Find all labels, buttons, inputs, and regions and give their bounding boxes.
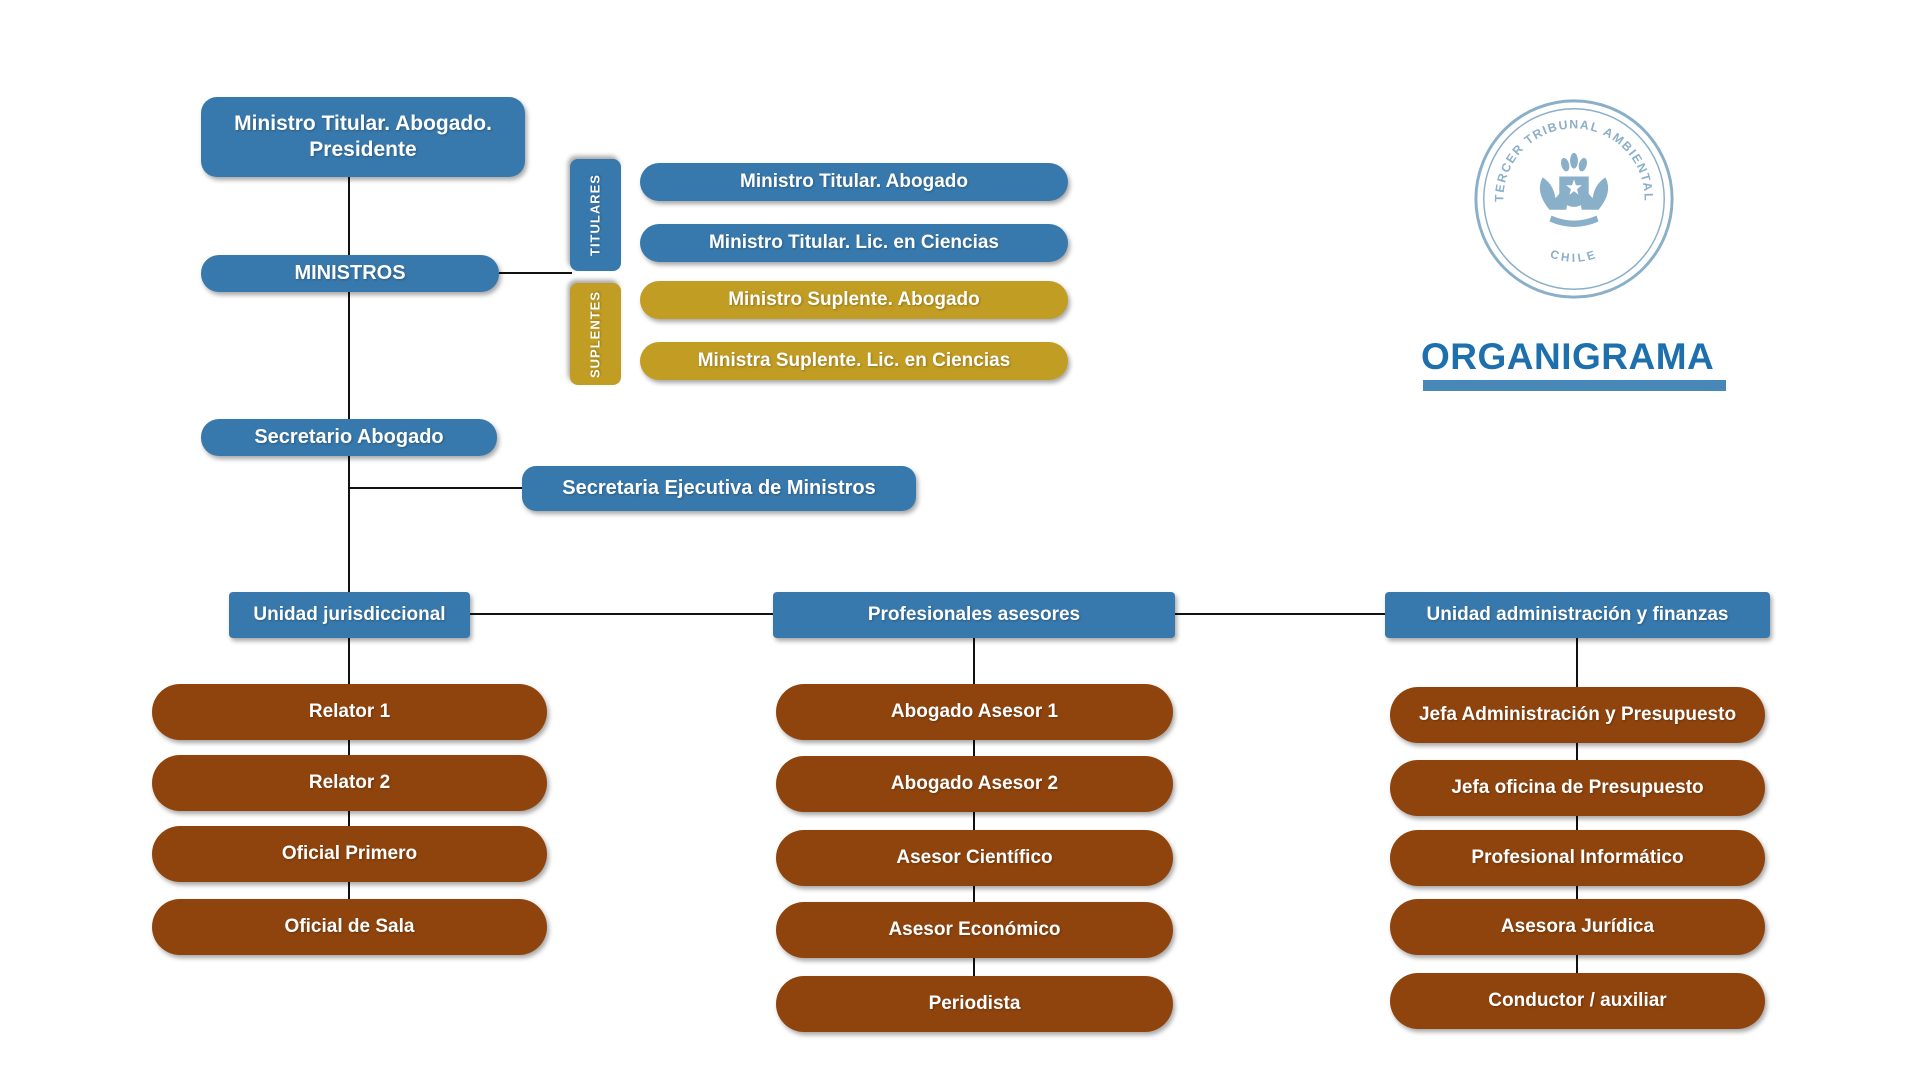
- page-title: ORGANIGRAMA: [1421, 336, 1715, 377]
- node-asesora-juridica: Asesora Jurídica: [1390, 899, 1765, 955]
- node-relator-2: Relator 2: [152, 755, 547, 811]
- node-ministra-suplente-ciencias: Ministra Suplente. Lic. en Ciencias: [640, 342, 1068, 380]
- node-presidente: Ministro Titular. Abogado. Presidente: [201, 97, 525, 177]
- connector-headers-right: [1175, 613, 1385, 615]
- node-ministro-suplente-abogado: Ministro Suplente. Abogado: [640, 281, 1068, 319]
- node-abogado-asesor-1: Abogado Asesor 1: [776, 684, 1173, 740]
- title-underline: [1423, 380, 1726, 391]
- header-unidad-jurisdiccional: Unidad jurisdiccional: [229, 592, 470, 638]
- tribunal-seal: TERCER TRIBUNAL AMBIENTAL CHILE: [1474, 99, 1674, 299]
- node-secretario-abogado: Secretario Abogado: [201, 419, 497, 456]
- connector-secretaria-ejecutiva: [349, 487, 522, 489]
- header-unidad-administracion: Unidad administración y finanzas: [1385, 592, 1770, 638]
- node-asesor-cientifico: Asesor Científico: [776, 830, 1173, 886]
- node-secretaria-ejecutiva: Secretaria Ejecutiva de Ministros: [522, 466, 916, 511]
- node-oficial-de-sala: Oficial de Sala: [152, 899, 547, 955]
- connector-presidente-ministros: [348, 177, 350, 255]
- svg-text:CHILE: CHILE: [1549, 248, 1600, 265]
- node-jefa-administracion: Jefa Administración y Presupuesto: [1390, 687, 1765, 743]
- seal-inner-ring: [1483, 108, 1665, 290]
- node-profesional-informatico: Profesional Informático: [1390, 830, 1765, 886]
- node-oficial-primero: Oficial Primero: [152, 826, 547, 882]
- node-ministro-titular-abogado: Ministro Titular. Abogado: [640, 163, 1068, 201]
- node-jefa-oficina-presupuesto: Jefa oficina de Presupuesto: [1390, 760, 1765, 816]
- header-profesionales-asesores: Profesionales asesores: [773, 592, 1175, 638]
- node-relator-1: Relator 1: [152, 684, 547, 740]
- seal-bottom-text: CHILE: [1549, 248, 1597, 265]
- connector-ministros-secretario: [348, 292, 350, 419]
- connector-ministros-tabs: [499, 272, 572, 274]
- tab-suplentes: SUPLENTES: [570, 283, 621, 385]
- connector-secretario-unidades: [348, 456, 350, 592]
- node-ministro-titular-ciencias: Ministro Titular. Lic. en Ciencias: [640, 224, 1068, 262]
- node-abogado-asesor-2: Abogado Asesor 2: [776, 756, 1173, 812]
- connector-headers-left: [470, 613, 773, 615]
- coat-of-arms-icon: [1539, 152, 1609, 227]
- node-conductor-auxiliar: Conductor / auxiliar: [1390, 973, 1765, 1029]
- tab-titulares: TITULARES: [570, 159, 621, 271]
- node-ministros: MINISTROS: [201, 255, 499, 292]
- seal-outer-ring: [1474, 99, 1674, 299]
- node-periodista: Periodista: [776, 976, 1173, 1032]
- node-asesor-economico: Asesor Económico: [776, 902, 1173, 958]
- connector-column-asesores: [973, 638, 975, 986]
